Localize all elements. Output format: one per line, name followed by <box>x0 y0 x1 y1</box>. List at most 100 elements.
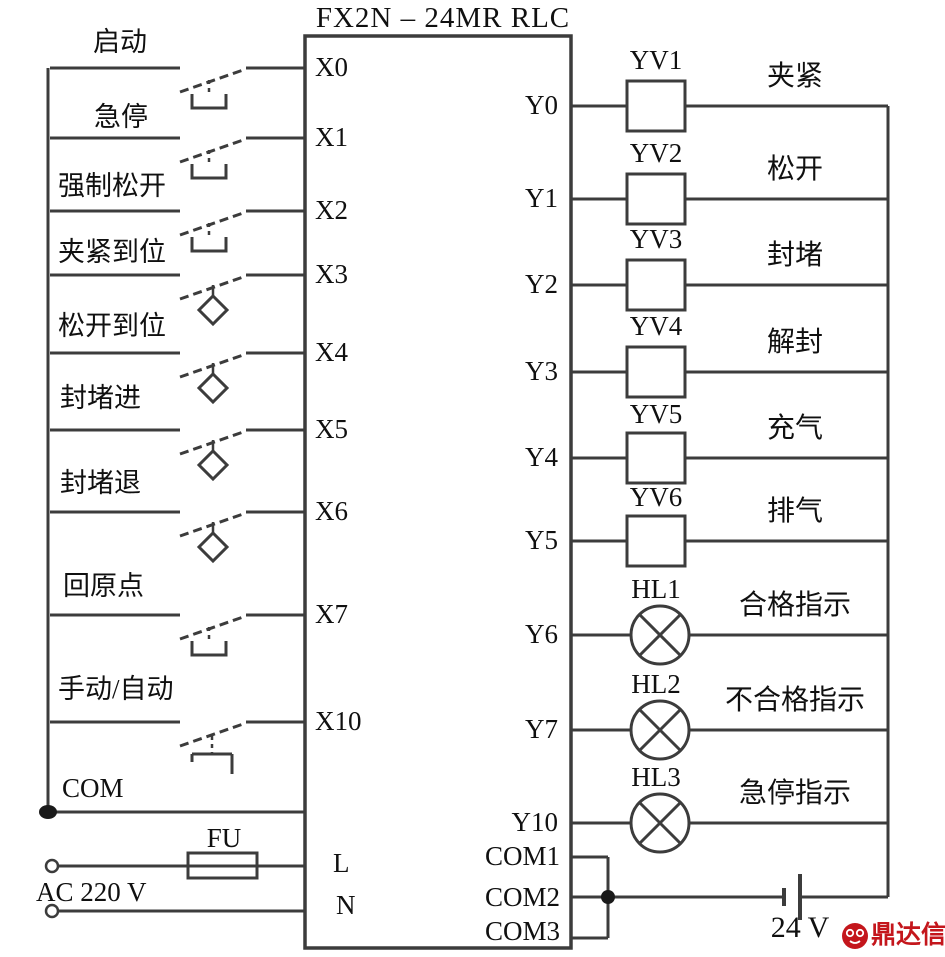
limit-switch-icon <box>196 371 230 405</box>
plc-model-title: FX2N – 24MR RLC <box>315 2 571 34</box>
output-label-y1: 松开 <box>766 154 823 185</box>
output-label-y7: 不合格指示 <box>724 685 865 716</box>
solenoid-valve-icon <box>625 258 687 312</box>
limit-switch-icon <box>196 530 230 564</box>
battery-24v-icon <box>782 874 888 920</box>
limit-switch-icon <box>196 293 230 327</box>
input-label-x7: 回原点 <box>63 571 144 601</box>
plc-terminal-y7: Y7 <box>525 714 558 744</box>
output-y0-valve <box>570 79 888 133</box>
solenoid-valve-icon <box>625 79 687 133</box>
fuse-icon <box>186 851 259 880</box>
output-y7-lamp <box>570 699 888 761</box>
plc-terminal-x0: X0 <box>315 52 348 82</box>
device-tag-yv2: YV2 <box>629 138 683 168</box>
input-switch-x0 <box>50 66 305 110</box>
left-input-bus <box>39 68 305 819</box>
output-y2-valve <box>570 258 888 312</box>
plc-terminal-x4: X4 <box>315 337 348 367</box>
input-label-x4: 松开到位 <box>58 311 166 341</box>
solenoid-valve-icon <box>625 431 687 485</box>
plc-terminal-x2: X2 <box>315 195 348 225</box>
plc-terminal-com1: COM1 <box>484 841 560 871</box>
output-label-y3: 解封 <box>766 327 823 358</box>
device-tag-hl1: HL1 <box>631 574 681 604</box>
junction-dot <box>601 890 615 904</box>
output-y3-valve <box>570 345 888 399</box>
device-tag-yv4: YV4 <box>629 311 683 341</box>
input-switch-x10 <box>50 720 305 774</box>
input-label-x5: 封堵进 <box>60 383 141 413</box>
device-tag-yv3: YV3 <box>629 224 683 254</box>
device-tag-yv6: YV6 <box>629 482 683 512</box>
plc-box <box>303 34 573 950</box>
input-switch-x3 <box>50 273 305 327</box>
input-label-x6: 封堵退 <box>60 468 141 498</box>
input-switch-x2 <box>50 209 305 253</box>
plc-terminal-l: L <box>333 848 350 878</box>
plc-terminal-y5: Y5 <box>525 525 558 555</box>
output-y5-valve <box>570 514 888 568</box>
input-switch-x5 <box>50 428 305 482</box>
input-label-x1: 急停 <box>94 102 148 132</box>
input-label-x10: 手动/自动 <box>58 674 174 704</box>
fuse-label: FU <box>206 823 242 853</box>
output-label-y2: 封堵 <box>766 240 823 271</box>
output-label-y10: 急停指示 <box>738 778 851 809</box>
input-label-x0: 启动 <box>93 27 147 57</box>
pushbutton-icon <box>190 94 228 110</box>
device-tag-hl2: HL2 <box>631 669 681 699</box>
plc-terminal-com3: COM3 <box>484 916 560 946</box>
input-switch-x1 <box>50 136 305 180</box>
plc-terminal-y2: Y2 <box>525 269 558 299</box>
plc-terminal-x3: X3 <box>315 259 348 289</box>
output-y1-valve <box>570 172 888 226</box>
output-y10-lamp <box>570 792 888 854</box>
input-switch-x7 <box>50 613 305 657</box>
pushbutton-icon <box>190 164 228 180</box>
output-y4-valve <box>570 431 888 485</box>
plc-terminal-x10: X10 <box>315 706 362 736</box>
dingdaxin-logo-icon <box>842 923 868 949</box>
selector-switch-icon <box>190 752 234 774</box>
plc-terminal-n: N <box>336 890 356 920</box>
com-output-wiring <box>570 855 783 940</box>
plc-terminal-com2: COM2 <box>484 882 560 912</box>
plc-terminal-x6: X6 <box>315 496 348 526</box>
output-label-y5: 排气 <box>766 496 823 527</box>
output-label-y4: 充气 <box>766 413 823 444</box>
com-bus-label: COM <box>62 773 124 803</box>
device-tag-yv5: YV5 <box>629 399 683 429</box>
terminal-circle <box>44 858 60 874</box>
pushbutton-icon <box>190 237 228 253</box>
input-switch-x6 <box>50 510 305 564</box>
ac-supply-wiring <box>44 851 305 919</box>
plc-terminal-y6: Y6 <box>525 619 558 649</box>
solenoid-valve-icon <box>625 514 687 568</box>
plc-terminal-x5: X5 <box>315 414 348 444</box>
plc-terminal-y10: Y10 <box>511 807 559 837</box>
plc-terminal-y4: Y4 <box>525 442 558 472</box>
plc-terminal-x7: X7 <box>315 599 348 629</box>
plc-terminal-y3: Y3 <box>525 356 558 386</box>
output-y6-lamp <box>570 604 888 666</box>
com-junction-dot <box>39 805 57 819</box>
solenoid-valve-icon <box>625 345 687 399</box>
plc-terminal-x1: X1 <box>315 122 348 152</box>
input-switch-x4 <box>50 351 305 405</box>
indicator-lamp-icon <box>629 792 691 854</box>
ac-supply-label: AC 220 V <box>36 877 147 907</box>
input-label-x3: 夹紧到位 <box>58 237 166 267</box>
solenoid-valve-icon <box>625 172 687 226</box>
dc-supply-label: 24 V <box>770 911 830 944</box>
output-label-y6: 合格指示 <box>738 590 851 621</box>
indicator-lamp-icon <box>629 604 691 666</box>
output-label-y0: 夹紧 <box>766 61 823 92</box>
device-tag-yv1: YV1 <box>629 45 683 75</box>
input-label-x2: 强制松开 <box>58 171 166 201</box>
watermark-text: 鼎达信 <box>871 921 945 949</box>
indicator-lamp-icon <box>629 699 691 761</box>
plc-terminal-y1: Y1 <box>525 183 558 213</box>
